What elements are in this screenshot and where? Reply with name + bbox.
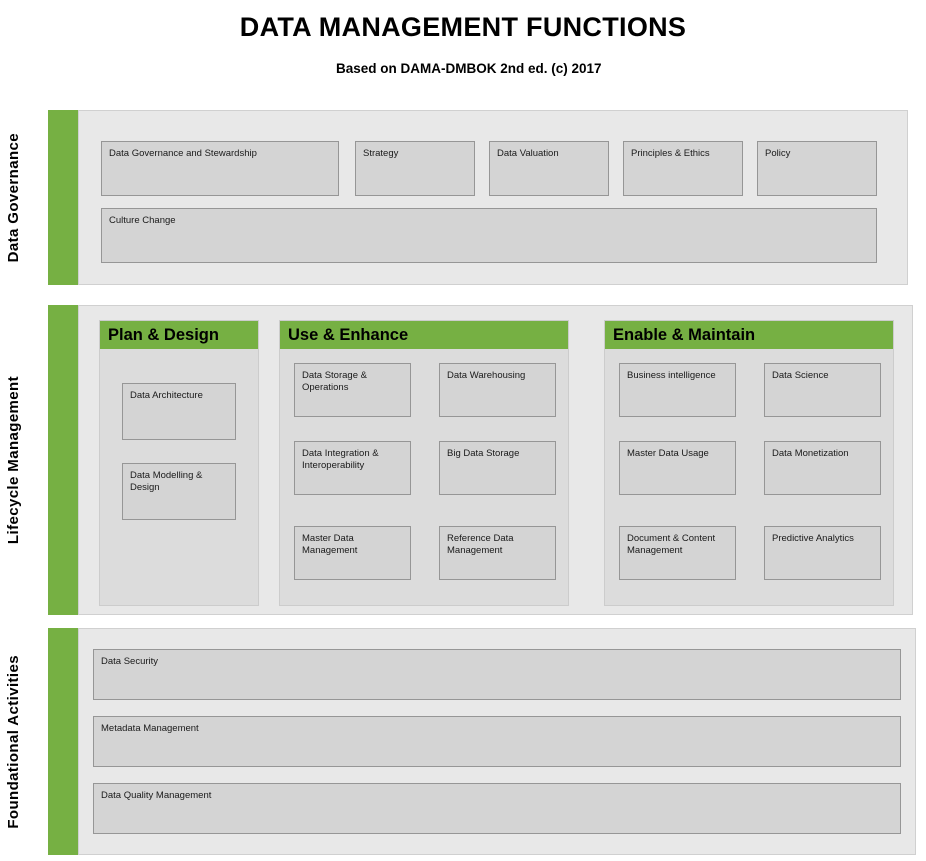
group-plan-and-design: Plan & Design Data Architecture Data Mod…: [99, 320, 259, 606]
function-box[interactable]: Data Modelling & Design: [122, 463, 236, 520]
function-box[interactable]: Reference Data Management: [439, 526, 556, 580]
function-box[interactable]: Data Quality Management: [93, 783, 901, 834]
group-use-and-enhance: Use & Enhance Data Storage & Operations …: [279, 320, 569, 606]
band-panel: Plan & Design Data Architecture Data Mod…: [78, 305, 913, 615]
band-lifecycle-management: Lifecycle Management Plan & Design Data …: [0, 305, 926, 615]
band-panel: Data Security Metadata Management Data Q…: [78, 628, 916, 855]
function-box[interactable]: Strategy: [355, 141, 475, 196]
function-box[interactable]: Metadata Management: [93, 716, 901, 767]
function-box[interactable]: Document & Content Management: [619, 526, 736, 580]
page-subtitle: Based on DAMA-DMBOK 2nd ed. (c) 2017: [336, 61, 602, 76]
function-box[interactable]: Data Architecture: [122, 383, 236, 440]
function-box[interactable]: Master Data Usage: [619, 441, 736, 495]
page-title: DATA MANAGEMENT FUNCTIONS: [239, 12, 687, 42]
function-box[interactable]: Data Integration & Interoperability: [294, 441, 411, 495]
band-label-lifecycle-management: Lifecycle Management: [0, 305, 26, 615]
function-box[interactable]: Predictive Analytics: [764, 526, 881, 580]
group-header: Plan & Design: [100, 321, 258, 349]
function-box[interactable]: Data Governance and Stewardship: [101, 141, 339, 196]
function-box[interactable]: Business intelligence: [619, 363, 736, 417]
function-box[interactable]: Principles & Ethics: [623, 141, 743, 196]
band-data-governance: Data Governance Data Governance and Stew…: [0, 110, 926, 285]
function-box[interactable]: Data Monetization: [764, 441, 881, 495]
function-box[interactable]: Big Data Storage: [439, 441, 556, 495]
function-box[interactable]: Data Storage & Operations: [294, 363, 411, 417]
function-box[interactable]: Culture Change: [101, 208, 877, 263]
band-accent-bar: [48, 628, 78, 855]
function-box[interactable]: Policy: [757, 141, 877, 196]
group-header: Enable & Maintain: [605, 321, 893, 349]
band-accent-bar: [48, 110, 78, 285]
function-box[interactable]: Data Science: [764, 363, 881, 417]
band-foundational-activities: Foundational Activities Data Security Me…: [0, 628, 926, 855]
header: DATA MANAGEMENT FUNCTIONS Based on DAMA-…: [0, 0, 926, 100]
band-label-text: Lifecycle Management: [4, 375, 22, 545]
band-panel: Data Governance and Stewardship Strategy…: [78, 110, 908, 285]
band-label-text: Data Governance: [4, 132, 22, 263]
function-box[interactable]: Master Data Management: [294, 526, 411, 580]
function-box[interactable]: Data Warehousing: [439, 363, 556, 417]
group-header: Use & Enhance: [280, 321, 568, 349]
band-label-data-governance: Data Governance: [0, 110, 26, 285]
group-enable-and-maintain: Enable & Maintain Business intelligence …: [604, 320, 894, 606]
function-box[interactable]: Data Valuation: [489, 141, 609, 196]
band-label-text: Foundational Activities: [4, 654, 22, 829]
band-label-foundational-activities: Foundational Activities: [0, 628, 26, 855]
function-box[interactable]: Data Security: [93, 649, 901, 700]
band-accent-bar: [48, 305, 78, 615]
